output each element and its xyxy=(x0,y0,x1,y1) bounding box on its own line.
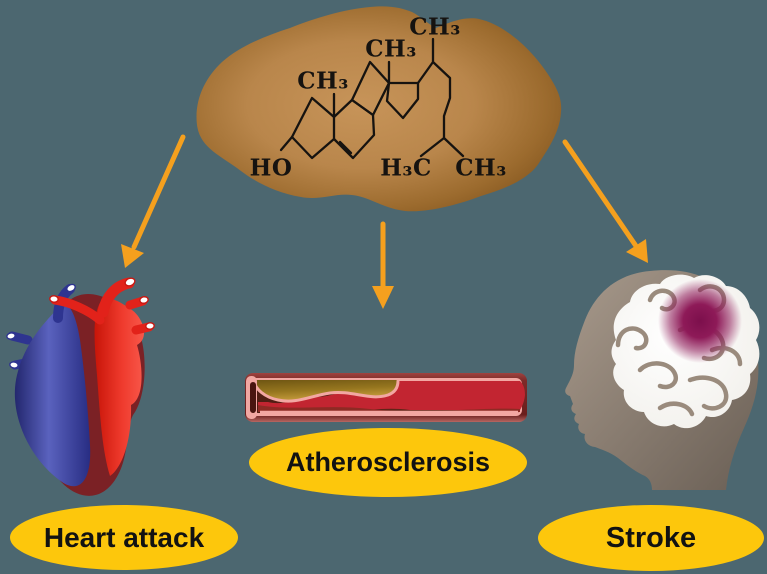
artery-cross-section-icon xyxy=(245,373,527,422)
vessel-cut-caps xyxy=(6,277,155,369)
arrows xyxy=(121,134,648,309)
methyl-label-c10: CH₃ xyxy=(297,67,349,95)
head-profile-brain-icon xyxy=(565,270,760,490)
hydroxyl-label: HO xyxy=(249,154,293,182)
heart-anatomy-icon xyxy=(6,277,155,496)
label-stroke: Stroke xyxy=(538,505,764,571)
plaque-lining-edge xyxy=(252,379,400,403)
stroke-lesion-icon xyxy=(658,279,742,363)
double-bond xyxy=(338,140,353,155)
ring-d xyxy=(385,81,420,120)
methyl-label-right: CH₃ xyxy=(455,154,507,182)
methyl-label-top: CH₃ xyxy=(409,13,461,41)
artery-sediment xyxy=(258,405,520,412)
arrow-down-icon xyxy=(372,221,394,309)
arrow-down-right-icon xyxy=(562,139,648,263)
artery-left-hole xyxy=(250,382,256,413)
heart-red-body xyxy=(94,298,145,476)
artery-plaque xyxy=(254,380,398,402)
cholesterol-structure xyxy=(279,37,465,160)
side-chain xyxy=(416,37,465,158)
methyl-label-c13: CH₃ xyxy=(365,35,417,63)
label-atherosclerosis: Atherosclerosis xyxy=(249,428,527,497)
ring-a xyxy=(290,96,336,160)
label-heart-attack: Heart attack xyxy=(10,505,238,570)
artery-blood xyxy=(258,381,525,411)
heart-blue-body xyxy=(14,304,91,487)
ring-b xyxy=(332,98,376,160)
methyl-label-left: H₃C xyxy=(380,154,432,182)
stroke-text: Stroke xyxy=(605,521,697,554)
atherosclerosis-text: Atherosclerosis xyxy=(285,447,491,477)
arrow-down-left-icon xyxy=(121,134,186,268)
ho-bond xyxy=(279,135,294,152)
heart-attack-text: Heart attack xyxy=(43,521,205,553)
cholesterol-blob-icon xyxy=(196,6,562,212)
